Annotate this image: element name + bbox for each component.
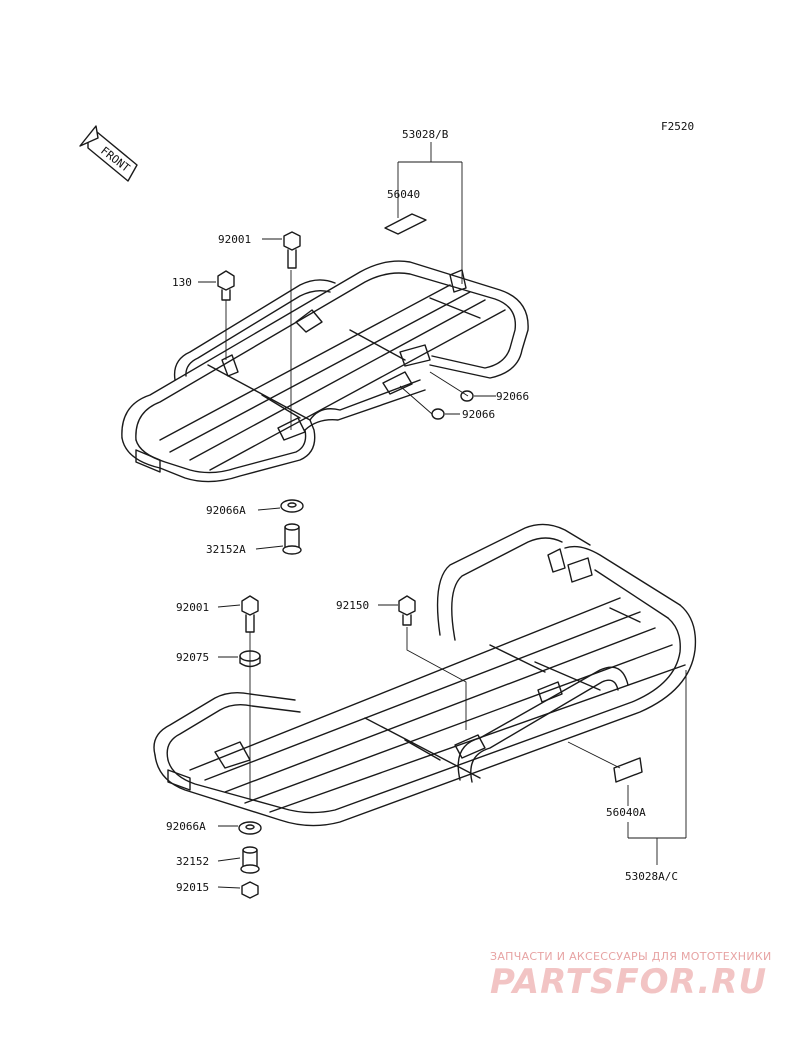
part-label-92075: 92075 [176, 651, 209, 664]
label-plate-56040 [384, 213, 427, 235]
part-label-92066A-top: 92066A [206, 504, 246, 517]
nut-92066-b-icon [431, 408, 445, 420]
part-label-92001-top: 92001 [218, 233, 251, 246]
leader-92066-a [429, 371, 496, 397]
leader-32152A [255, 545, 284, 550]
rear-carrier [121, 260, 529, 483]
spacer-32152A-icon [282, 523, 302, 555]
part-label-32152: 32152 [176, 855, 209, 868]
nut-92015-icon [241, 881, 259, 899]
part-label-92015: 92015 [176, 881, 209, 894]
watermark-tagline: ЗАПЧАСТИ И АКСЕССУАРЫ ДЛЯ МОТОТЕХНИКИ [490, 950, 772, 963]
leader-56040A [567, 741, 629, 806]
part-label-32152A: 32152A [206, 543, 246, 556]
part-label-92066A-bottom: 92066A [166, 820, 206, 833]
nut-92066-a-icon [460, 390, 474, 402]
part-label-56040: 56040 [387, 188, 420, 201]
bolt-92150-icon [398, 595, 416, 626]
front-arrow-icon [79, 125, 138, 182]
washer-92066A-top-icon [280, 499, 304, 513]
bolt-92001-bottom-icon [241, 595, 259, 633]
leader-130 [198, 281, 227, 360]
leader-92066A-top [257, 507, 281, 511]
leader-53028b [397, 142, 463, 284]
leader-53028AC [627, 670, 687, 865]
leader-92001-bottom [217, 604, 251, 800]
label-plate-56040A [613, 757, 643, 783]
spacer-32152-icon [240, 846, 260, 874]
leader-92150 [378, 604, 467, 730]
bolt-92001-top-icon [283, 231, 301, 269]
washer-92066A-bottom-icon [238, 821, 262, 835]
part-label-53028b: 53028/B [402, 128, 449, 141]
part-label-92150: 92150 [336, 599, 369, 612]
leader-92066-b [399, 385, 460, 415]
part-label-92066-b: 92066 [462, 408, 495, 421]
part-label-130: 130 [172, 276, 192, 289]
part-label-92066-a: 92066 [496, 390, 529, 403]
leader-92015 [217, 886, 241, 889]
leader-92001-top [262, 238, 292, 430]
part-label-56040A: 56040A [606, 806, 646, 819]
front-carrier [153, 523, 697, 827]
part-label-92001-bottom: 92001 [176, 601, 209, 614]
watermark-logo: PARTSFOR.RU [490, 962, 768, 1002]
part-label-53028AC: 53028A/C [625, 870, 678, 883]
bolt-130-icon [217, 270, 235, 301]
leader-32152 [217, 857, 241, 862]
figure-code: F2520 [661, 120, 694, 133]
